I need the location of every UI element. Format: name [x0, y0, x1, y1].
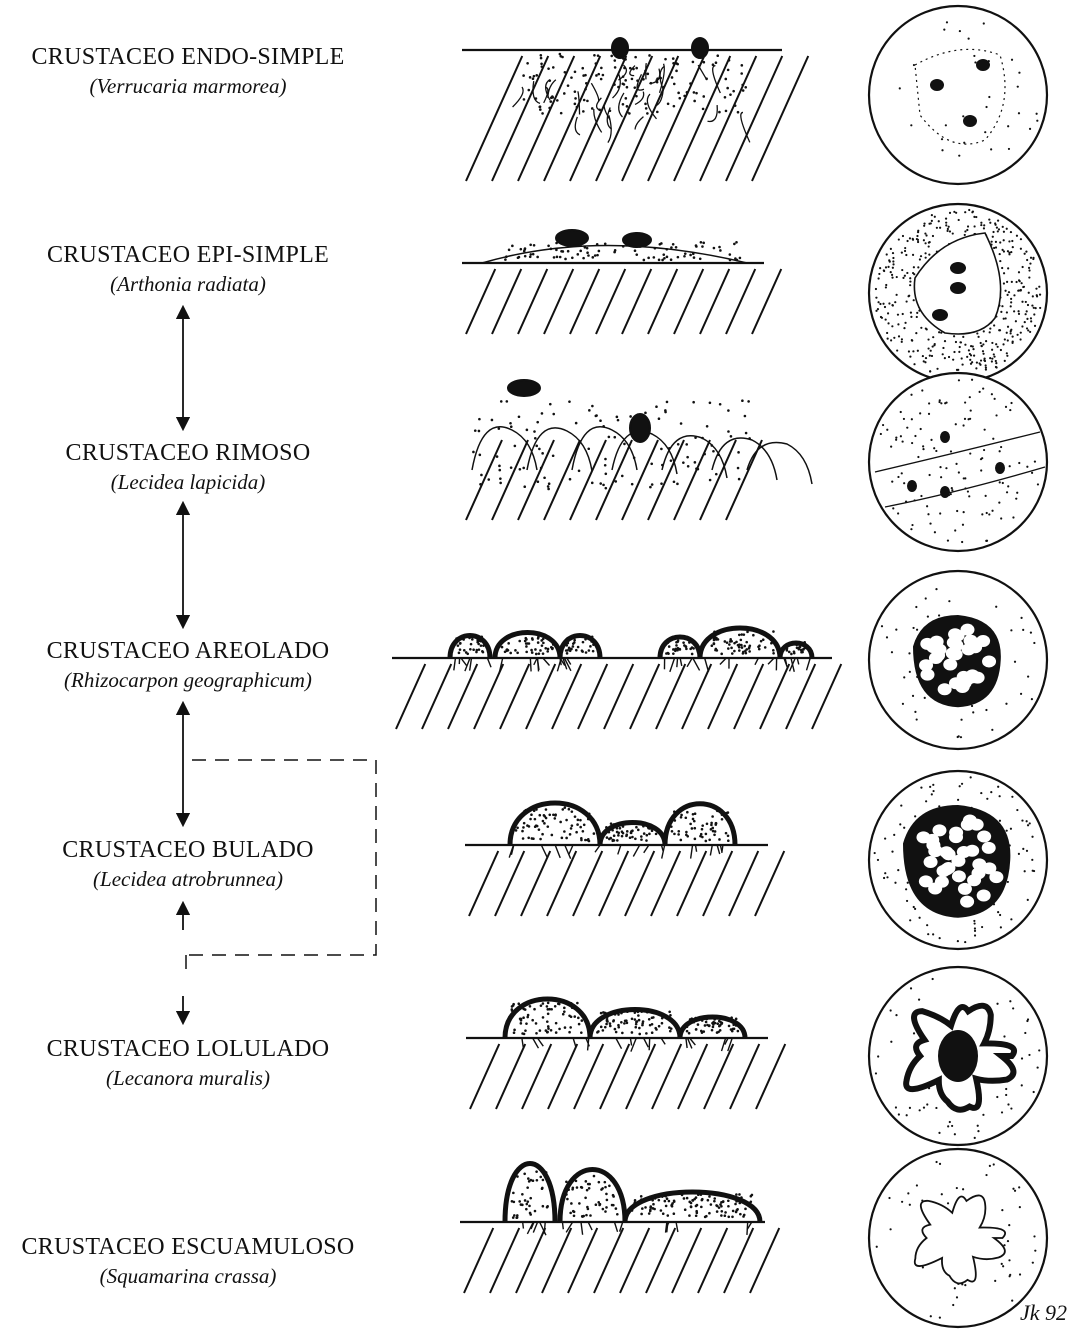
- form-label-areolado: CRUSTACEO AREOLADO (Rhizocarpon geograph…: [0, 636, 376, 694]
- profile-bulado: [465, 800, 786, 917]
- form-title: CRUSTACEO ESCUAMULOSO: [21, 1234, 355, 1260]
- form-label-lolulado: CRUSTACEO LOLULADO (Lecanora muralis): [0, 1034, 376, 1092]
- top-view-circle: [867, 965, 1049, 1147]
- top-view-circle: [867, 769, 1049, 951]
- form-title: CRUSTACEO EPI-SIMPLE: [46, 242, 330, 268]
- profile-rimoso: [465, 379, 813, 521]
- profile-epi: [462, 229, 783, 335]
- top-view-circle: [867, 569, 1049, 751]
- form-title: CRUSTACEO BULADO: [62, 837, 314, 863]
- top-view-circle: [867, 1147, 1049, 1329]
- profile-endo: [462, 37, 810, 182]
- top-view-circles: [867, 4, 1049, 1329]
- form-species: (Verrucaria marmorea): [89, 74, 287, 98]
- form-title: CRUSTACEO AREOLADO: [46, 638, 330, 664]
- form-title: CRUSTACEO ENDO-SIMPLE: [31, 44, 345, 70]
- form-label-bulado: CRUSTACEO BULADO (Lecidea atrobrunnea): [0, 835, 376, 893]
- form-species: (Lecanora muralis): [106, 1066, 270, 1090]
- form-title: CRUSTACEO RIMOSO: [65, 440, 311, 466]
- form-label-endo-simple: CRUSTACEO ENDO-SIMPLE (Verrucaria marmor…: [0, 42, 376, 100]
- form-species: (Arthonia radiata): [110, 272, 266, 296]
- form-species: (Lecidea atrobrunnea): [93, 867, 283, 891]
- form-title: CRUSTACEO LOLULADO: [46, 1036, 330, 1062]
- profile-lolulado: [466, 996, 787, 1110]
- top-view-circle: [867, 371, 1049, 553]
- dashed-bracket: [185, 759, 377, 972]
- cross-section-profiles: [392, 37, 843, 1294]
- form-label-rimoso: CRUSTACEO RIMOSO (Lecidea lapicida): [0, 438, 376, 496]
- top-view-circle: [867, 4, 1049, 186]
- form-label-epi-simple: CRUSTACEO EPI-SIMPLE (Arthonia radiata): [0, 240, 376, 298]
- form-species: (Rhizocarpon geographicum): [64, 668, 312, 692]
- form-label-escuamuloso: CRUSTACEO ESCUAMULOSO (Squamarina crassa…: [0, 1232, 376, 1290]
- form-species: (Lecidea lapicida): [110, 470, 266, 494]
- top-view-circle: [867, 202, 1049, 384]
- form-species: (Squamarina crassa): [99, 1264, 277, 1288]
- profile-areolado: [392, 625, 843, 730]
- profile-escuamuloso: [460, 1161, 781, 1294]
- artist-signature: Jk 92: [1020, 1300, 1067, 1325]
